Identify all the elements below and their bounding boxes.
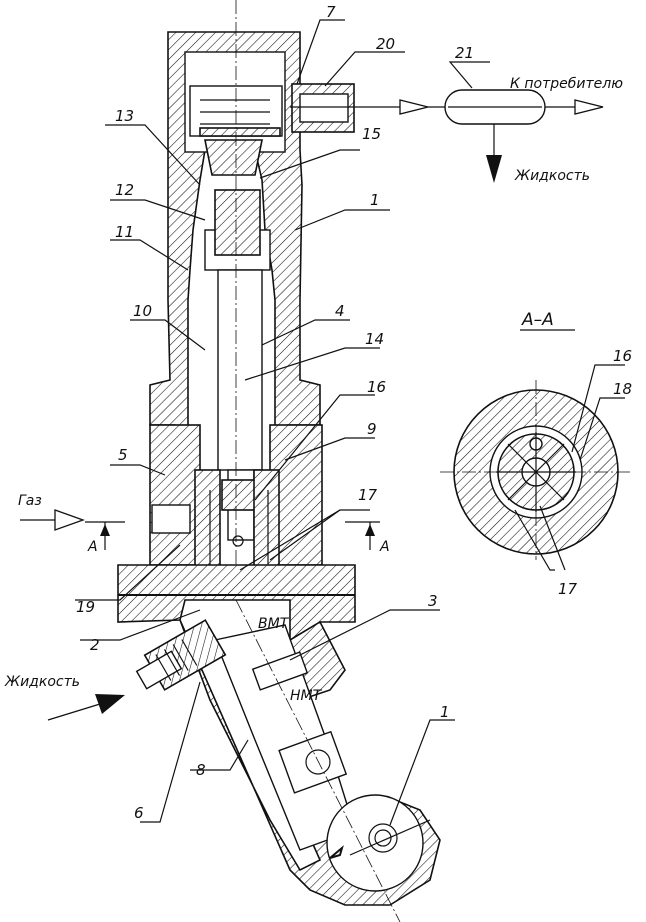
label-3: 3 xyxy=(428,592,438,610)
section-view-a-a xyxy=(440,330,630,570)
label-2: 2 xyxy=(90,636,100,654)
label-13: 13 xyxy=(115,107,134,125)
tdc-label: ВМТ xyxy=(258,616,290,632)
label-8: 8 xyxy=(196,761,206,779)
label-17-main: 17 xyxy=(358,486,378,504)
label-20: 20 xyxy=(376,35,395,53)
label-19: 19 xyxy=(76,598,95,616)
label-6: 6 xyxy=(134,804,144,822)
liquid-out-label: Жидкость xyxy=(514,168,590,184)
label-1-bottom: 1 xyxy=(440,703,450,721)
label-16-main: 16 xyxy=(367,378,386,396)
section-title: А–А xyxy=(521,310,554,330)
label-18: 18 xyxy=(613,380,632,398)
bdc-label: НМТ xyxy=(290,688,323,704)
label-4: 4 xyxy=(335,302,345,320)
outlet-pipe xyxy=(292,84,354,132)
label-12: 12 xyxy=(115,181,134,199)
label-5: 5 xyxy=(118,446,128,464)
liquid-in-label: Жидкость xyxy=(4,674,80,690)
label-21: 21 xyxy=(455,44,474,62)
label-11: 11 xyxy=(115,223,134,241)
gas-label: Газ xyxy=(18,493,42,509)
label-9: 9 xyxy=(367,420,377,438)
label-16-section: 16 xyxy=(613,347,632,365)
gas-inlet-arrow xyxy=(20,510,83,530)
to-consumer-label: К потребителю xyxy=(510,76,623,92)
label-17-section: 17 xyxy=(558,580,578,598)
cut-label-left: А xyxy=(87,539,98,555)
label-14: 14 xyxy=(365,330,384,348)
cut-label-right: А xyxy=(379,539,390,555)
label-15: 15 xyxy=(362,125,381,143)
label-7: 7 xyxy=(326,3,336,21)
liquid-inlet-arrow xyxy=(48,694,125,720)
label-10: 10 xyxy=(133,302,152,320)
label-1-top: 1 xyxy=(370,191,380,209)
inlet-valve-assembly xyxy=(132,620,226,697)
